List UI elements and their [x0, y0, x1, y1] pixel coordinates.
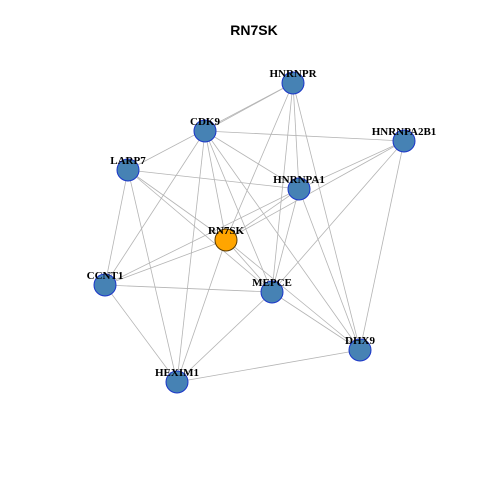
- edge-hnrnpa1-rn7sk: [225, 188, 300, 241]
- edge-rn7sk-mepce: [225, 239, 273, 293]
- node-larp7[interactable]: LARP7: [110, 155, 146, 182]
- edge-larp7-hnrnpa1: [127, 169, 300, 190]
- edge-cdk9-rn7sk: [204, 130, 227, 241]
- node-cdk9[interactable]: CDK9: [190, 116, 220, 143]
- edge-larp7-hexim1: [127, 169, 178, 383]
- edge-hnrnpa1-ccnt1: [104, 188, 300, 286]
- node-circle[interactable]: [392, 129, 416, 153]
- edge-hnrnpr-dhx9: [292, 82, 361, 351]
- edge-ccnt1-hexim1: [104, 284, 178, 383]
- edge-cdk9-dhx9: [204, 130, 361, 351]
- node-label: HNRNPR: [269, 68, 317, 80]
- node-circle[interactable]: [93, 273, 117, 297]
- node-hexim1[interactable]: HEXIM1: [155, 367, 199, 394]
- node-circle[interactable]: [214, 228, 238, 252]
- edge-cdk9-mepce: [204, 130, 273, 293]
- edge-hnrnpr-rn7sk: [225, 82, 294, 241]
- edge-rn7sk-ccnt1: [104, 239, 227, 286]
- node-circle[interactable]: [348, 338, 372, 362]
- node-hnrnpr[interactable]: HNRNPR: [269, 68, 318, 95]
- node-circle[interactable]: [165, 370, 189, 394]
- edge-cdk9-ccnt1: [104, 130, 206, 286]
- node-rn7sk[interactable]: RN7SK: [208, 225, 245, 252]
- edges-layer: [104, 82, 405, 383]
- edge-dhx9-hexim1: [176, 349, 361, 383]
- edge-ccnt1-mepce: [104, 284, 273, 293]
- edge-hnrnpr-hnrnpa1: [292, 82, 300, 190]
- node-label: HNRNPA2B1: [372, 126, 437, 138]
- node-circle[interactable]: [281, 71, 305, 95]
- node-circle[interactable]: [193, 119, 217, 143]
- node-circle[interactable]: [116, 158, 140, 182]
- edge-mepce-hexim1: [176, 291, 273, 383]
- edge-hnrnpa2b1-hnrnpa1: [298, 140, 405, 190]
- node-label: HNRNPA1: [273, 174, 325, 186]
- node-label: RN7SK: [208, 225, 245, 237]
- node-label: LARP7: [110, 155, 146, 167]
- edge-hnrnpa2b1-dhx9: [359, 140, 405, 351]
- edge-rn7sk-dhx9: [225, 239, 361, 351]
- diagram-title: RN7SK: [230, 22, 277, 38]
- node-hnrnpa2b1[interactable]: HNRNPA2B1: [372, 126, 437, 153]
- node-label: DHX9: [345, 335, 375, 347]
- edge-cdk9-hnrnpa1: [204, 130, 300, 190]
- node-label: HEXIM1: [155, 367, 199, 379]
- node-hnrnpa1[interactable]: HNRNPA1: [273, 174, 325, 201]
- edge-hnrnpa1-dhx9: [298, 188, 361, 351]
- node-circle[interactable]: [260, 280, 284, 304]
- edge-cdk9-hnrnpa2b1: [204, 130, 405, 142]
- edge-hnrnpa2b1-rn7sk: [225, 140, 405, 241]
- node-circle[interactable]: [287, 177, 311, 201]
- edge-hnrnpa2b1-mepce: [271, 140, 405, 293]
- edge-mepce-dhx9: [271, 291, 361, 351]
- edge-larp7-rn7sk: [127, 169, 227, 241]
- edge-cdk9-hexim1: [176, 130, 206, 383]
- node-label: CCNT1: [87, 270, 124, 282]
- edge-larp7-mepce: [127, 169, 273, 293]
- edge-hnrnpa1-mepce: [271, 188, 300, 293]
- node-label: MEPCE: [252, 277, 292, 289]
- node-label: CDK9: [190, 116, 220, 128]
- edge-larp7-ccnt1: [104, 169, 129, 286]
- edge-rn7sk-hexim1: [176, 239, 227, 383]
- node-ccnt1[interactable]: CCNT1: [87, 270, 124, 297]
- node-mepce[interactable]: MEPCE: [252, 277, 292, 304]
- node-dhx9[interactable]: DHX9: [345, 335, 375, 362]
